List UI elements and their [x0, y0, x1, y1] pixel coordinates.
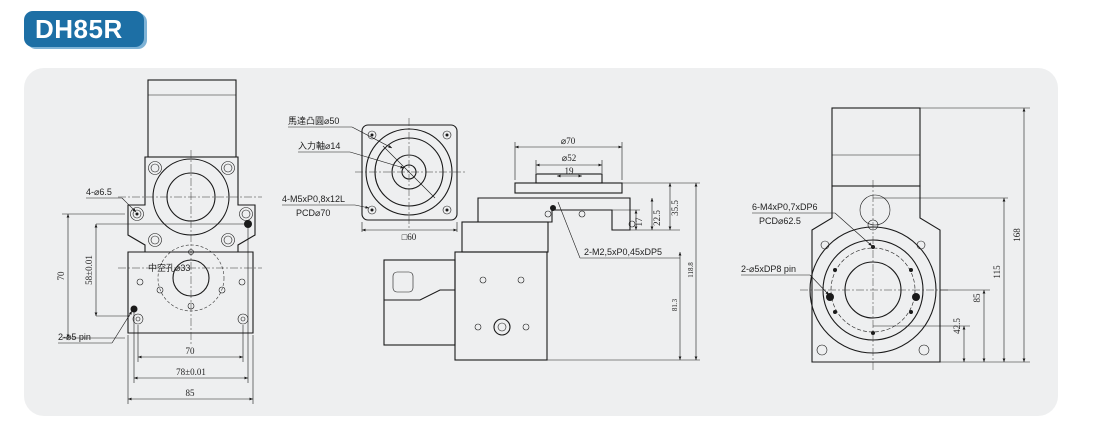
right-pcd-label: PCD⌀62.5 — [759, 216, 801, 226]
right-tap-label: 6-M4xP0,7xDP6 — [752, 202, 818, 212]
input-shaft-label: 入力軸⌀14 — [298, 140, 340, 151]
rotary-table — [514, 182, 623, 194]
dim-35-5: 35.5 — [670, 200, 680, 216]
upper-block — [127, 156, 256, 253]
tap-label: 4-M5xP0,8x12L — [282, 194, 345, 204]
right-pins-label: 2-⌀5xDP8 pin — [741, 264, 796, 274]
center-hole-label: 中空孔⌀33 — [148, 262, 190, 273]
base-plate — [127, 251, 254, 334]
right-view: 168 115 85 42.5 6-M4xP0,7xDP6 PCD⌀62.5 2… — [741, 107, 1030, 372]
dim-70-horizontal: 70 — [186, 346, 196, 356]
flange-square — [361, 124, 458, 221]
dim-19: 19 — [565, 166, 575, 176]
dim-85-right: 85 — [972, 293, 982, 303]
side-view: ⌀70 ⌀52 19 17 22.5 35.5 81.3 118.8 2-M2,… — [383, 136, 700, 361]
pcd-label: PCD⌀70 — [296, 208, 330, 218]
dim-78: 78±0.01 — [176, 367, 206, 377]
motor-body — [147, 79, 237, 158]
left-view: 70 58±0.01 70 78±0.01 85 4-⌀6.5 中空孔⌀33 2… — [56, 79, 262, 404]
flange-view: 馬達凸圓⌀50 入力軸⌀14 4-M5xP0,8x12L PCD⌀70 □60 — [282, 115, 465, 242]
dim-81-3: 81.3 — [671, 298, 679, 311]
dim-85: 85 — [186, 388, 196, 398]
model-name: DH85R — [35, 14, 123, 44]
dim-42-5: 42.5 — [952, 318, 962, 334]
side-motor — [383, 259, 456, 346]
side-tap-label: 2-M2,5xP0,45xDP5 — [584, 247, 662, 257]
dim-22-5: 22.5 — [652, 210, 662, 226]
dim-70-vertical: 70 — [56, 271, 66, 281]
dim-17: 17 — [634, 217, 644, 227]
dim-phi52: ⌀52 — [562, 153, 576, 163]
pins-label: 2-⌀5 pin — [58, 332, 91, 342]
dim-118-8: 118.8 — [687, 262, 695, 278]
dim-168: 168 — [1012, 228, 1022, 242]
motor-boss-label: 馬達凸圓⌀50 — [288, 115, 339, 126]
right-body — [811, 185, 941, 363]
dim-58: 58±0.01 — [84, 255, 94, 285]
holes-label: 4-⌀6.5 — [86, 187, 112, 197]
gear-body — [454, 251, 548, 361]
square-label: □60 — [402, 232, 417, 242]
right-motor — [831, 107, 921, 187]
model-badge: DH85R — [24, 11, 144, 47]
dim-115: 115 — [992, 265, 1002, 279]
dim-phi70: ⌀70 — [561, 136, 576, 146]
